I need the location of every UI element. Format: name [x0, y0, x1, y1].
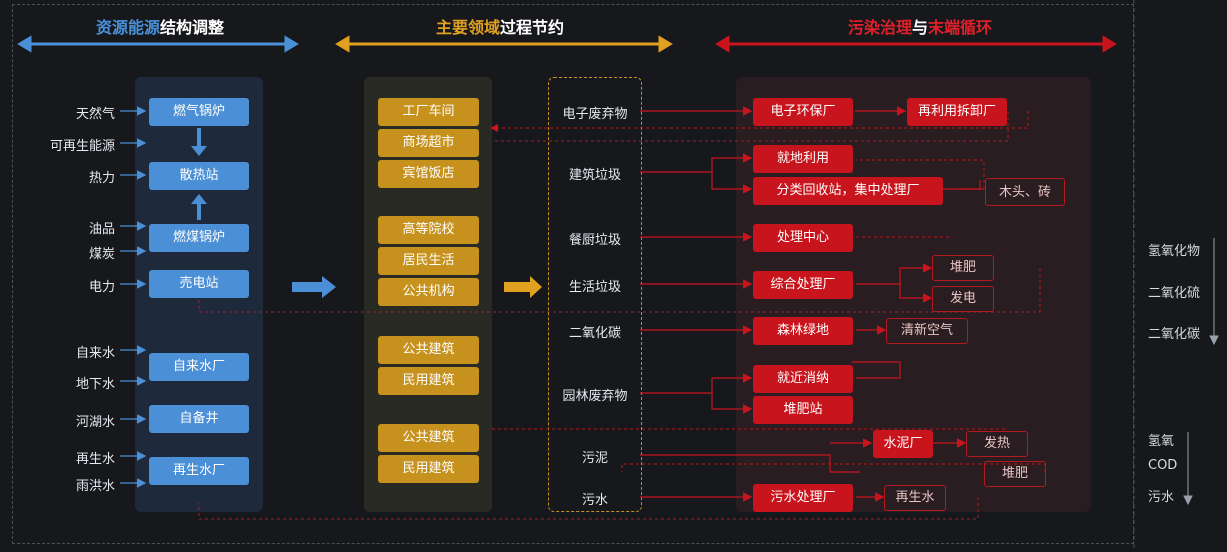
side-upper-nox: 氢氧化物: [1148, 244, 1201, 259]
box-sorting-station[interactable]: 分类回收站，集中处理厂: [753, 177, 943, 205]
box-reclaimed-plant[interactable]: 再生水厂: [149, 457, 249, 485]
input-label-river-water: 河湖水: [75, 415, 115, 430]
box-cement-plant[interactable]: 水泥厂: [873, 430, 933, 458]
header-left-a: 资源能源: [95, 18, 160, 37]
input-label-power: 电力: [88, 280, 115, 295]
box-university[interactable]: 高等院校: [378, 216, 479, 244]
box-nearby-disposal[interactable]: 就近消纳: [753, 365, 853, 393]
side-upper-so2: 二氧化硫: [1148, 286, 1201, 301]
header-right-c: 末端循环: [928, 18, 993, 37]
category-garden-waste: 园林废弃物: [562, 389, 628, 404]
box-integrated-plant[interactable]: 综合处理厂: [753, 271, 853, 299]
box-fresh-air[interactable]: 清新空气: [886, 318, 968, 344]
box-compost-station[interactable]: 堆肥站: [753, 396, 853, 424]
big-arrow-blue: [292, 276, 336, 298]
header-right: 污染治理 与 末端循环: [780, 14, 1060, 44]
box-heat-gen[interactable]: 发热: [966, 431, 1028, 457]
header-left-b: 结构调整: [160, 18, 225, 37]
input-label-reclaimed-water: 再生水: [75, 452, 115, 467]
box-dismantling-plant[interactable]: 再利用拆卸厂: [907, 98, 1007, 126]
box-wood-brick[interactable]: 木头、砖: [985, 178, 1065, 206]
category-e-waste: 电子废弃物: [562, 107, 628, 122]
box-civil-building-2[interactable]: 民用建筑: [378, 455, 479, 483]
box-sewage-plant[interactable]: 污水处理厂: [753, 484, 853, 512]
big-arrow-gold: [504, 276, 542, 298]
header-middle-b: 过程节约: [500, 18, 565, 37]
header-right-b: 与: [911, 18, 928, 37]
header-middle-a: 主要领域: [435, 18, 500, 37]
box-e-recycling-plant[interactable]: 电子环保厂: [753, 98, 853, 126]
category-sludge: 污泥: [581, 451, 608, 466]
category-construction-waste: 建筑垃圾: [568, 168, 621, 183]
header-arrow-left: [17, 35, 299, 53]
input-label-heat: 热力: [88, 171, 115, 186]
input-label-natural-gas: 天然气: [75, 107, 115, 122]
header-right-a: 污染治理: [847, 18, 912, 37]
input-label-tap-water: 自来水: [75, 346, 115, 361]
box-factory[interactable]: 工厂车间: [378, 98, 479, 126]
input-label-oil: 油品: [88, 222, 115, 237]
box-coal-boiler[interactable]: 燃煤锅炉: [149, 224, 249, 252]
box-waterworks[interactable]: 自来水厂: [149, 353, 249, 381]
input-label-coal: 煤炭: [88, 247, 115, 262]
side-lower-cod: COD: [1148, 458, 1178, 473]
header-arrow-middle: [335, 35, 673, 53]
input-label-rainwater: 雨洪水: [75, 479, 115, 494]
box-heat-station[interactable]: 散热站: [149, 162, 249, 190]
category-panel: [548, 77, 642, 512]
box-civil-building-1[interactable]: 民用建筑: [378, 367, 479, 395]
box-compost-1[interactable]: 堆肥: [932, 255, 994, 281]
box-public-building-2[interactable]: 公共建筑: [378, 424, 479, 452]
box-public-institution[interactable]: 公共机构: [378, 278, 479, 306]
box-mall[interactable]: 商场超市: [378, 129, 479, 157]
header-left: 资源能源 结构调整: [40, 14, 280, 44]
input-label-groundwater: 地下水: [75, 377, 115, 392]
box-onsite-use[interactable]: 就地利用: [753, 145, 853, 173]
side-lower-sewage: 污水: [1148, 490, 1175, 505]
box-own-well[interactable]: 自备井: [149, 405, 249, 433]
box-gas-boiler[interactable]: 燃气锅炉: [149, 98, 249, 126]
box-power-station[interactable]: 売电站: [149, 270, 249, 298]
input-label-renewable: 可再生能源: [49, 139, 115, 154]
box-forest-green[interactable]: 森林绿地: [753, 317, 853, 345]
header-arrow-right: [715, 35, 1117, 53]
box-compost-2[interactable]: 堆肥: [984, 461, 1046, 487]
category-co2: 二氧化碳: [568, 326, 621, 341]
header-middle: 主要领域 过程节约: [380, 14, 620, 44]
box-hotel[interactable]: 宾馆饭店: [378, 160, 479, 188]
category-kitchen-waste: 餐厨垃圾: [568, 233, 621, 248]
box-residential[interactable]: 居民生活: [378, 247, 479, 275]
box-power-gen[interactable]: 发电: [932, 286, 994, 312]
box-processing-center[interactable]: 处理中心: [753, 224, 853, 252]
category-sewage: 污水: [581, 493, 608, 508]
side-lower-nh: 氢氧: [1148, 434, 1175, 449]
box-public-building-1[interactable]: 公共建筑: [378, 336, 479, 364]
category-household-waste: 生活垃圾: [568, 280, 621, 295]
side-upper-co2: 二氧化碳: [1148, 327, 1201, 342]
box-reclaimed-water[interactable]: 再生水: [884, 485, 946, 511]
